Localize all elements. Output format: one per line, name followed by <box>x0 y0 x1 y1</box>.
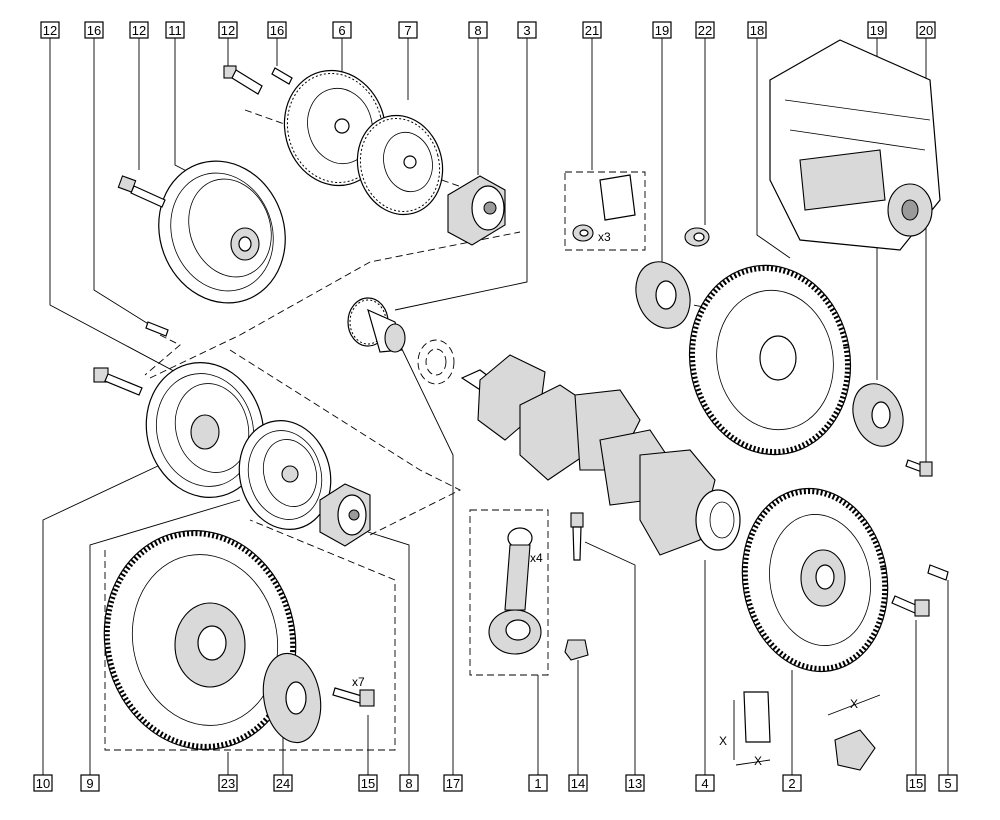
flywheel-23 <box>103 530 297 750</box>
callout-9: 9 <box>80 774 100 792</box>
dimension-x-diagonal: X <box>850 697 858 711</box>
callout-label: 9 <box>86 776 93 791</box>
dimension-x-vertical: X <box>719 734 727 748</box>
bolt-15-bottom <box>332 687 375 707</box>
callout-12: 12 <box>218 21 238 39</box>
seal-22 <box>684 227 710 247</box>
seal-dashed <box>417 339 455 385</box>
rod-nut-14 <box>564 639 589 661</box>
callout-label: 14 <box>571 776 585 791</box>
crankshaft-4 <box>460 354 741 556</box>
callout-label: 24 <box>276 776 290 791</box>
callout-21: 21 <box>582 21 602 39</box>
callout-label: 3 <box>523 23 530 38</box>
timing-gear-3 <box>347 297 406 353</box>
callout-label: 16 <box>87 23 101 38</box>
bolt-12-small <box>223 65 293 95</box>
callout-label: 6 <box>338 23 345 38</box>
plate-19-left <box>635 261 691 329</box>
callout-17: 17 <box>443 774 463 792</box>
leader-lines <box>42 38 949 775</box>
flywheel-18 <box>688 264 852 456</box>
callout-label: 21 <box>585 23 599 38</box>
callout-6: 6 <box>332 21 352 39</box>
callout-7: 7 <box>398 21 418 39</box>
pulley-10 <box>145 362 265 498</box>
bolt-12-top <box>117 175 166 208</box>
callout-10: 10 <box>33 774 53 792</box>
dimension-detail <box>733 691 881 771</box>
pulley-9 <box>238 420 332 530</box>
bolt-15-right <box>891 595 930 617</box>
callout-label: 12 <box>132 23 146 38</box>
bolt-12-mid <box>93 367 143 396</box>
callout-label: 8 <box>405 776 412 791</box>
callout-label: 22 <box>698 23 712 38</box>
callout-16: 16 <box>84 21 104 39</box>
callout-label: 23 <box>221 776 235 791</box>
bolt-16-mid <box>145 321 169 337</box>
callout-label: 10 <box>36 776 50 791</box>
plate-19-right <box>852 383 904 447</box>
callout-4: 4 <box>695 774 715 792</box>
callout-label: 18 <box>750 23 764 38</box>
callout-label: 15 <box>361 776 375 791</box>
callout-label: 13 <box>628 776 642 791</box>
dowel-5 <box>927 564 949 581</box>
callout-label: 2 <box>788 776 795 791</box>
callout-label: 8 <box>474 23 481 38</box>
dimension-x-horizontal: X <box>754 754 762 768</box>
callout-3: 3 <box>517 21 537 39</box>
callout-1: 1 <box>528 774 548 792</box>
seal-quantity-label: x3 <box>598 230 611 244</box>
callout-19: 19 <box>652 21 672 39</box>
callout-label: 12 <box>221 23 235 38</box>
callout-2: 2 <box>782 774 802 792</box>
callout-label: 1 <box>534 776 541 791</box>
callout-16: 16 <box>267 21 287 39</box>
callout-15: 15 <box>906 774 926 792</box>
callout-24: 24 <box>273 774 293 792</box>
callout-15: 15 <box>358 774 378 792</box>
callout-label: 19 <box>870 23 884 38</box>
pulley-11 <box>158 160 286 304</box>
rod-bolt-13 <box>570 512 584 561</box>
callout-14: 14 <box>568 774 588 792</box>
callout-20: 20 <box>916 21 936 39</box>
engine-inset <box>769 39 941 251</box>
callout-label: 11 <box>168 23 182 38</box>
callout-12: 12 <box>40 21 60 39</box>
bolt-20 <box>905 459 933 477</box>
callout-label: 15 <box>909 776 923 791</box>
callout-19: 19 <box>867 21 887 39</box>
callout-label: 17 <box>446 776 460 791</box>
callout-23: 23 <box>218 774 238 792</box>
hub-8-top <box>447 175 506 246</box>
pulley-7 <box>356 114 444 216</box>
callout-label: 20 <box>919 23 933 38</box>
callout-label: 7 <box>404 23 411 38</box>
callout-12: 12 <box>129 21 149 39</box>
hub-8-mid <box>319 483 371 547</box>
connecting-rod-1 <box>488 527 542 655</box>
bolt-quantity-label: x7 <box>352 675 365 689</box>
callout-label: 5 <box>944 776 951 791</box>
flywheel-2 <box>741 487 889 673</box>
rod-quantity-label: x4 <box>530 551 543 565</box>
callout-5: 5 <box>938 774 958 792</box>
flange-24 <box>262 652 322 744</box>
callout-label: 16 <box>270 23 284 38</box>
kit-21 <box>572 174 636 242</box>
callout-label: 4 <box>701 776 708 791</box>
callout-label: 12 <box>43 23 57 38</box>
callout-13: 13 <box>625 774 645 792</box>
callout-22: 22 <box>695 21 715 39</box>
callout-label: 19 <box>655 23 669 38</box>
callout-8: 8 <box>468 21 488 39</box>
callout-11: 11 <box>165 21 185 39</box>
callout-18: 18 <box>747 21 767 39</box>
callout-8: 8 <box>399 774 419 792</box>
